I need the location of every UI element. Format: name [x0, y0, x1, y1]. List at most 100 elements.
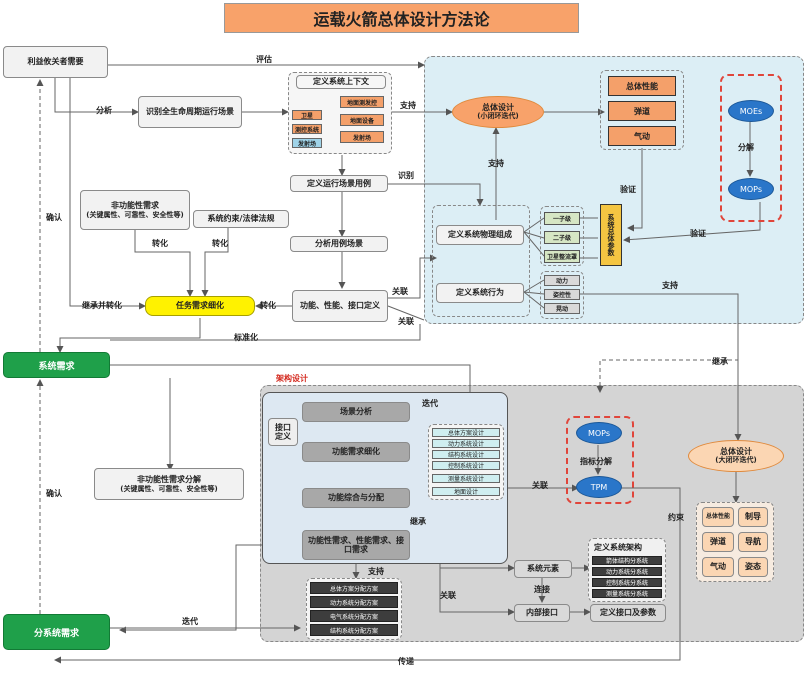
- run-usecase-box[interactable]: 定义运行场景用例: [290, 175, 388, 192]
- support-item-2[interactable]: 动力系统分配方案: [310, 596, 398, 608]
- behavior-item-1[interactable]: 动力: [544, 275, 580, 286]
- tpm-label: TPM: [590, 482, 608, 492]
- overall-design-upper[interactable]: 总体设计 (小闭环迭代): [452, 96, 544, 128]
- behavior-item-3[interactable]: 晃动: [544, 303, 580, 314]
- arch-item-4[interactable]: 测量系统分系统: [592, 589, 662, 598]
- support-item-1[interactable]: 总体方案分配方案: [310, 582, 398, 594]
- perf-box-2[interactable]: 弹道: [608, 101, 676, 121]
- analyze-usecase-box[interactable]: 分析用例场景: [290, 236, 388, 252]
- subsystem-req-box[interactable]: 分系统需求: [3, 614, 110, 650]
- context-left-3-label: 发射场: [297, 140, 316, 148]
- task-refine-label: 任务需求细化: [176, 301, 224, 311]
- grid-item-2[interactable]: 制导: [738, 507, 768, 527]
- internal-iface-label: 内部接口: [526, 608, 558, 618]
- support-item-3-label: 电气系统分配方案: [329, 613, 378, 621]
- arch-item-1[interactable]: 箭体结构分系统: [592, 556, 662, 565]
- identify-scenario-box[interactable]: 识别全生命周期运行场景: [138, 96, 242, 128]
- stage-1[interactable]: 一子级: [544, 212, 580, 225]
- arch-item-2-label: 动力系统分系统: [605, 569, 648, 576]
- stack-item-3-label: 结构系统设计: [447, 452, 484, 459]
- edge-relate-1: 关联: [392, 287, 408, 296]
- overall-upper-line1: 总体设计: [482, 102, 514, 112]
- support-item-3[interactable]: 电气系统分配方案: [310, 610, 398, 622]
- context-title-box[interactable]: 定义系统上下文: [296, 75, 386, 89]
- overall-design-lower[interactable]: 总体设计 (大闭环迭代): [688, 440, 784, 472]
- perf-box-3[interactable]: 气动: [608, 126, 676, 146]
- stage-2-label: 二子级: [552, 235, 571, 242]
- context-right-1-label: 地面测发控: [346, 99, 377, 107]
- grid-item-5[interactable]: 气动: [702, 557, 734, 577]
- support-item-4-label: 结构系统分配方案: [329, 627, 378, 635]
- func-refine-box[interactable]: 功能需求细化: [302, 442, 410, 462]
- iface-def-label: 接口定义: [275, 422, 291, 441]
- edge-inherit-2: 继承: [410, 517, 426, 526]
- perf-box-1[interactable]: 总体性能: [608, 76, 676, 96]
- edge-support-3: 支持: [662, 281, 678, 290]
- edge-standardize: 标准化: [234, 333, 258, 342]
- stack-item-4[interactable]: 控制系统设计: [432, 461, 500, 470]
- legal-req-box[interactable]: 系统约束/法律法规: [193, 210, 289, 228]
- legal-req-label: 系统约束/法律法规: [207, 214, 275, 224]
- tpm-ellipse[interactable]: TPM: [576, 476, 622, 498]
- grid-item-6-label: 姿态: [745, 562, 761, 572]
- stakeholder-needs-box[interactable]: 利益攸关者需要: [3, 46, 108, 78]
- grid-item-4[interactable]: 导航: [738, 532, 768, 552]
- iface-params-box[interactable]: 定义接口及参数: [590, 604, 666, 622]
- nonfunc-req-line1: 非功能性需求: [111, 201, 159, 211]
- edge-confirm-1: 确认: [46, 213, 62, 222]
- func-perf-iface-box[interactable]: 功能、性能、接口定义: [292, 290, 388, 322]
- page-title: 运载火箭总体设计方法论: [313, 12, 490, 29]
- edge-analyze: 分析: [96, 106, 112, 115]
- edge-inherit-convert: 继承并转化: [82, 301, 122, 310]
- arch-item-2[interactable]: 动力系统分系统: [592, 567, 662, 576]
- system-req-box[interactable]: 系统需求: [3, 352, 110, 378]
- behavior-item-2[interactable]: 姿控性: [544, 289, 580, 300]
- subsystem-req-label: 分系统需求: [33, 628, 79, 639]
- stack-item-5[interactable]: 测量系统设计: [432, 474, 500, 483]
- task-refine-box[interactable]: 任务需求细化: [145, 296, 255, 316]
- params-vertical-box[interactable]: 系统总体参数: [600, 204, 622, 266]
- sys-element-box[interactable]: 系统元素: [514, 560, 572, 578]
- physical-comp-box[interactable]: 定义系统物理组成: [436, 225, 524, 245]
- scene-analysis-box[interactable]: 场景分析: [302, 402, 410, 422]
- sys-behavior-label: 定义系统行为: [456, 288, 504, 298]
- stack-item-1[interactable]: 总体方案设计: [432, 428, 500, 437]
- stack-item-2[interactable]: 动力系统设计: [432, 439, 500, 448]
- stakeholder-needs-label: 利益攸关者需要: [27, 57, 84, 67]
- func-perf-req-box[interactable]: 功能性需求、性能需求、接口需求: [302, 530, 410, 560]
- context-left-1-label: 卫星: [300, 112, 313, 120]
- grid-item-1[interactable]: 总体性能: [702, 507, 734, 527]
- nonfunc-req-box[interactable]: 非功能性需求 (关键属性、可靠性、安全性等): [80, 190, 190, 230]
- edge-evaluate: 评估: [256, 55, 272, 64]
- stack-item-6-label: 地面设计: [453, 489, 478, 496]
- stage-2[interactable]: 二子级: [544, 231, 580, 244]
- nonfunc-decomp-box[interactable]: 非功能性需求分解 (关键属性、可靠性、安全性等): [94, 468, 244, 500]
- behavior-item-2-label: 姿控性: [552, 292, 571, 299]
- overall-upper-line2: (小闭环迭代): [477, 111, 519, 120]
- func-integrate-box[interactable]: 功能综合与分配: [302, 488, 410, 508]
- arch-item-3[interactable]: 控制系统分系统: [592, 578, 662, 587]
- sys-behavior-box[interactable]: 定义系统行为: [436, 283, 524, 303]
- moe-mop-group: [720, 74, 782, 222]
- grid-item-3[interactable]: 弹道: [702, 532, 734, 552]
- support-item-4[interactable]: 结构系统分配方案: [310, 624, 398, 636]
- moes-ellipse[interactable]: MOEs: [728, 100, 774, 122]
- iface-def-box[interactable]: 接口定义: [268, 418, 298, 446]
- context-right-1: 地面测发控: [340, 96, 384, 108]
- internal-iface-box[interactable]: 内部接口: [514, 604, 570, 622]
- moes-label: MOEs: [739, 106, 763, 116]
- stack-item-6[interactable]: 地面设计: [432, 487, 500, 496]
- stack-item-3[interactable]: 结构系统设计: [432, 450, 500, 459]
- context-right-3: 发射场: [340, 131, 384, 143]
- perf-group: [600, 70, 684, 150]
- edge-inherit-1: 继承: [712, 357, 728, 366]
- stack-item-2-label: 动力系统设计: [447, 441, 484, 448]
- physical-comp-label: 定义系统物理组成: [448, 230, 512, 240]
- stage-3[interactable]: 卫星整流罩: [544, 250, 580, 263]
- grid-item-6[interactable]: 姿态: [738, 557, 768, 577]
- mops-top-ellipse[interactable]: MOPs: [728, 178, 774, 200]
- mops-bottom-ellipse[interactable]: MOPs: [576, 422, 622, 444]
- edge-relate-2: 关联: [398, 317, 414, 326]
- stage-1-label: 一子级: [552, 216, 571, 223]
